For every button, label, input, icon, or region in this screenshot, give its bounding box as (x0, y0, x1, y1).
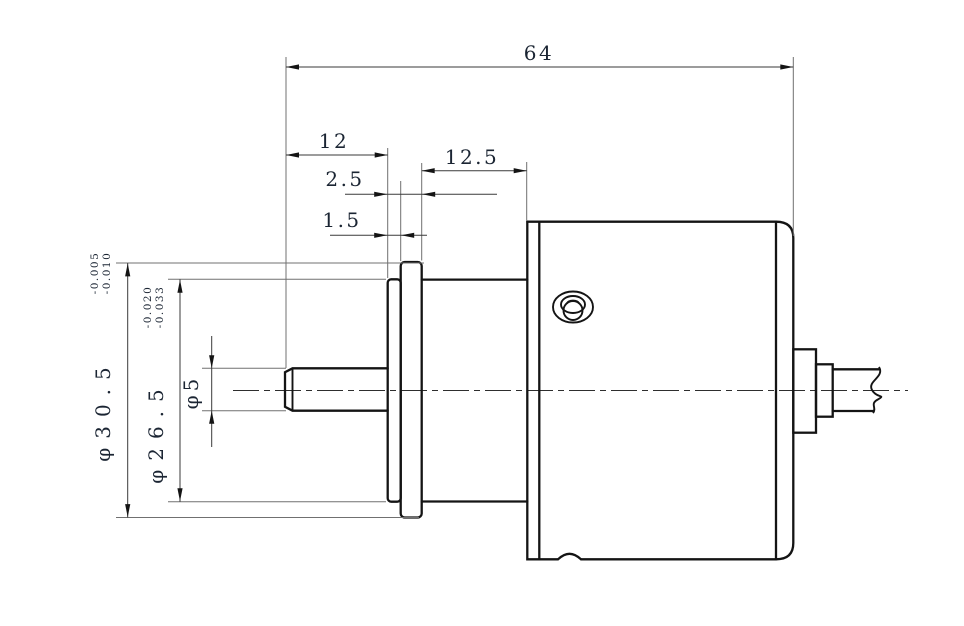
dim-shaft-length: 12 (286, 129, 388, 158)
screw-detail (552, 290, 594, 324)
dim-label-pilot-diameter: φ26.5 (144, 380, 168, 484)
dim-label-rear-section-length: 12.5 (445, 145, 500, 169)
flange-plate (399, 260, 423, 519)
cable-break-symbol (870, 366, 883, 414)
dim-shaft-diameter: φ5 (179, 336, 215, 447)
dim-label-overall-length: 64 (524, 41, 554, 65)
dim-label-flange-diameter: φ30.5 (91, 358, 115, 462)
collar-section (420, 278, 529, 503)
rear-connector (792, 348, 883, 434)
dim-flange-diameter: φ30.5 -0.005 -0.010 (89, 252, 131, 518)
shaft-outline (283, 367, 389, 412)
dim-label-pilot-thickness: 1.5 (322, 208, 361, 232)
dim-label-flange-tol-lower: -0.010 (101, 252, 113, 295)
dim-label-shaft-length: 12 (319, 129, 349, 153)
dim-label-pilot-tol-upper: -0.020 (142, 286, 154, 329)
dim-label-pilot-tol-lower: -0.033 (154, 286, 166, 329)
dim-overall-length: 64 (286, 41, 794, 70)
dim-flange-stack: 2.5 (325, 167, 497, 197)
dim-pilot-thickness: 1.5 (322, 208, 427, 238)
dim-rear-section-length: 12.5 (421, 145, 527, 174)
connector-step-2 (814, 363, 834, 418)
body-bottom-notch (556, 552, 583, 561)
dim-pilot-diameter: φ26.5 -0.020 -0.033 (142, 279, 183, 502)
dim-label-flange-tol-upper: -0.005 (89, 252, 101, 295)
extension-lines (116, 57, 794, 518)
dim-label-flange-stack: 2.5 (325, 167, 364, 191)
dim-label-shaft-diameter: φ5 (179, 375, 203, 410)
